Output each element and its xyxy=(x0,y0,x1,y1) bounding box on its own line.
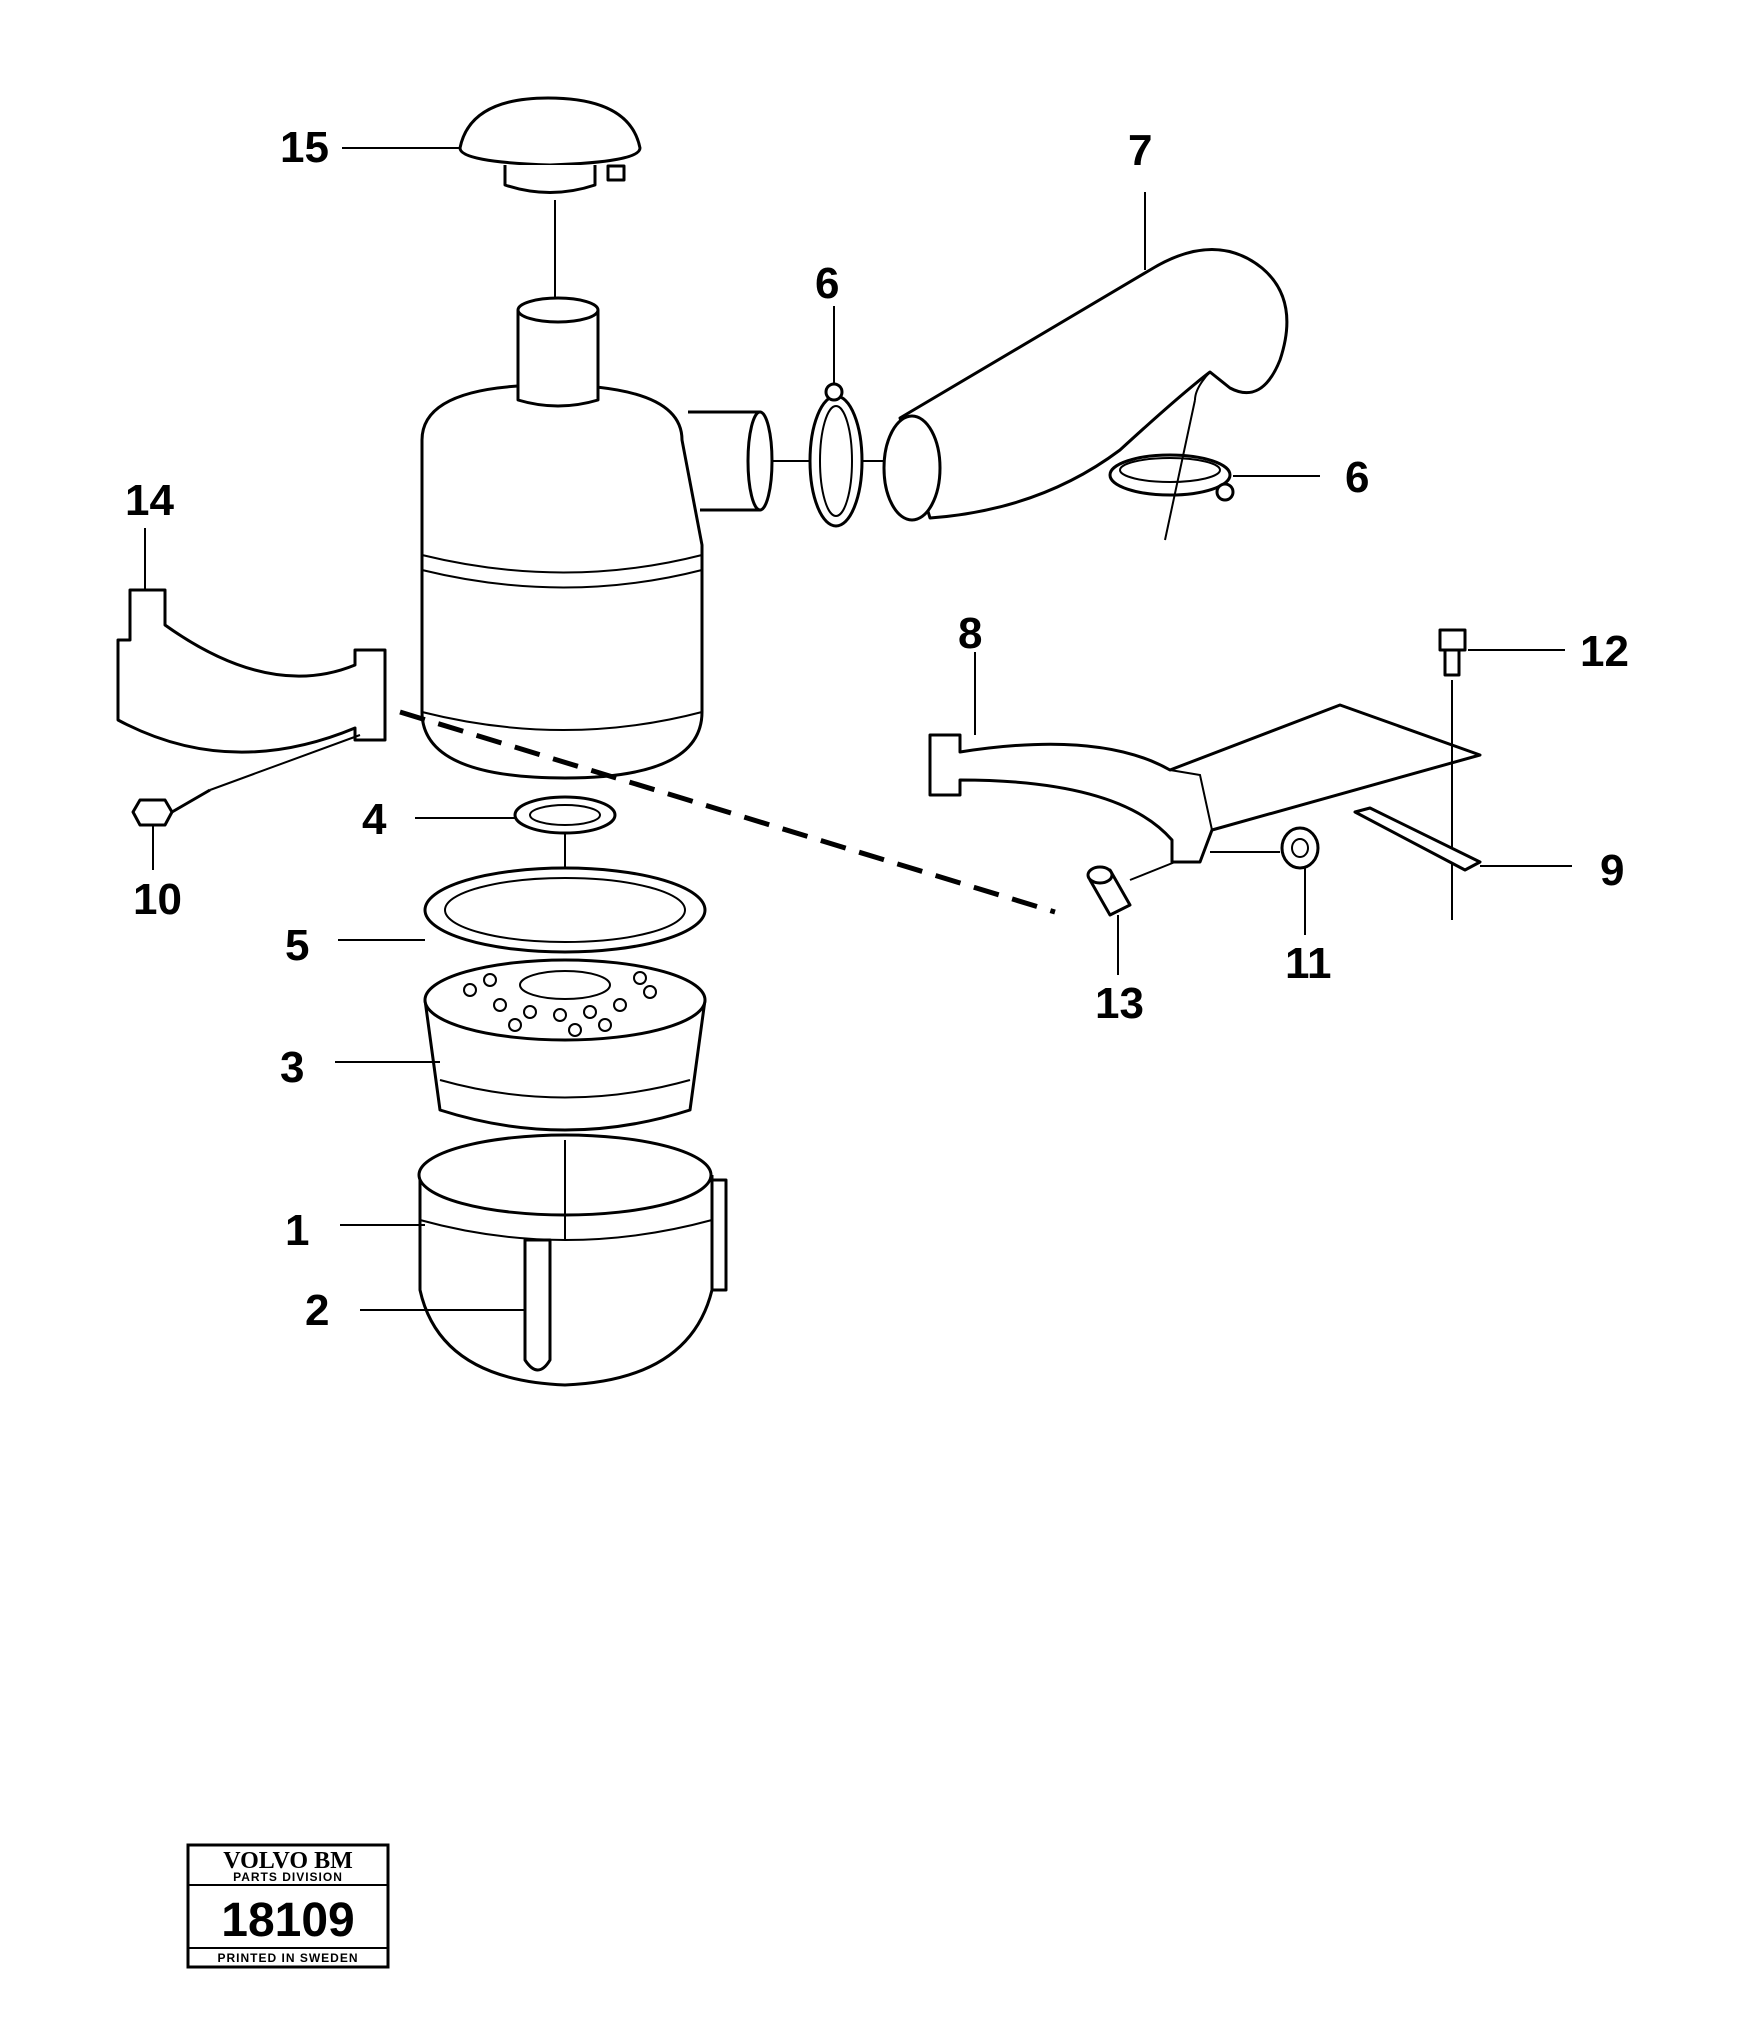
callout-1: 1 xyxy=(285,1206,309,1255)
clip-part-2 xyxy=(360,1178,728,1372)
stamp-number: 18109 xyxy=(221,1894,354,1947)
air-cleaner-housing xyxy=(420,296,890,780)
callout-8: 8 xyxy=(958,609,982,658)
callout-5: 5 xyxy=(285,921,309,970)
plate-part-9 xyxy=(1353,806,1572,872)
callout-14: 14 xyxy=(125,476,174,525)
intake-hose-part-7 xyxy=(882,192,1289,522)
spacer-part-13 xyxy=(1086,861,1176,975)
callout-13: 13 xyxy=(1095,979,1144,1028)
mounting-strap-part-14 xyxy=(116,528,387,754)
callout-7: 7 xyxy=(1128,126,1152,175)
callout-10: 10 xyxy=(133,875,182,924)
hose-clamp-part-6-right xyxy=(1108,399,1320,541)
screw-part-12 xyxy=(1438,628,1565,920)
hose-clamp-part-6-left xyxy=(808,306,864,528)
callout-15: 15 xyxy=(280,123,329,172)
callout-4: 4 xyxy=(362,795,387,844)
rain-cap-part-15 xyxy=(342,96,642,300)
dashed-assembly-line xyxy=(399,709,1056,915)
callout-2: 2 xyxy=(305,1286,329,1335)
callout-12: 12 xyxy=(1580,627,1629,676)
stamp-brand: VOLVO BM xyxy=(223,1848,353,1874)
gasket-part-5 xyxy=(338,866,707,954)
callout-3: 3 xyxy=(280,1043,304,1092)
parts-division-stamp: VOLVO BM PARTS DIVISION 18109 PRINTED IN… xyxy=(186,1843,390,1969)
bracket-part-8 xyxy=(928,652,1482,864)
bolt-part-10 xyxy=(131,734,361,870)
callout-numbers: 1 2 3 4 5 6 6 7 8 9 10 11 12 13 14 15 xyxy=(125,123,1629,1335)
callout-6a: 6 xyxy=(815,259,839,308)
stamp-division: PARTS DIVISION xyxy=(233,1870,343,1884)
callout-11: 11 xyxy=(1285,939,1332,988)
seal-ring-part-4 xyxy=(415,795,617,950)
callout-6b: 6 xyxy=(1345,453,1369,502)
stamp-footer: PRINTED IN SWEDEN xyxy=(217,1951,358,1965)
nut-part-11 xyxy=(1210,826,1320,935)
oil-bowl-part-1 xyxy=(340,1133,714,1387)
filter-element-part-3 xyxy=(335,958,707,1132)
callout-9: 9 xyxy=(1600,846,1624,895)
